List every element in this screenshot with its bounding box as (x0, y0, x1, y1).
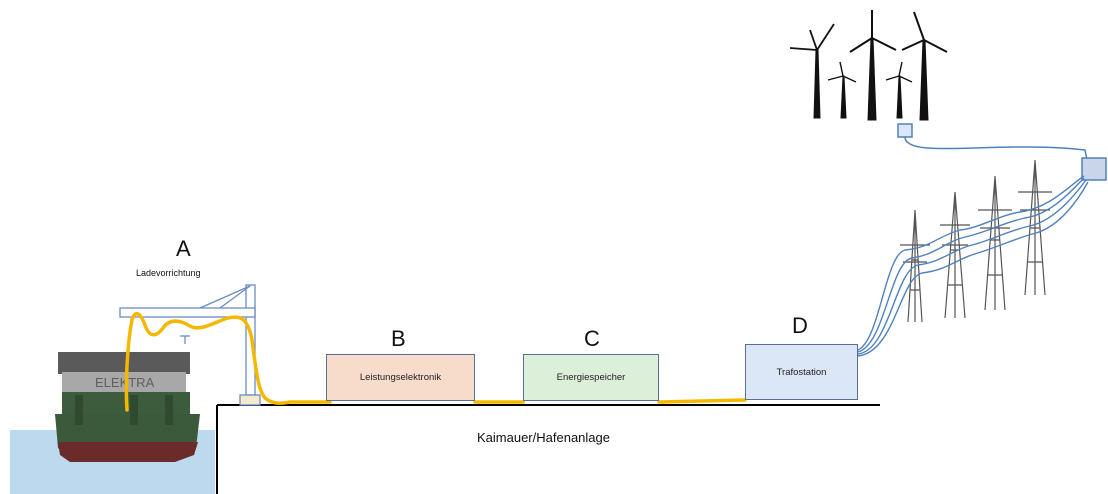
quay-wall (216, 404, 880, 494)
pylon (1018, 159, 1052, 296)
box-energy-storage: Energiespeicher (523, 354, 659, 401)
charging-cable (124, 312, 747, 412)
wind-turbine (901, 11, 948, 121)
pylon (978, 175, 1012, 311)
wind-turbine (789, 23, 835, 119)
label-c: C (584, 326, 600, 351)
transmission-lines (857, 175, 1089, 357)
label-a-caption: Ladevorrichtung (136, 268, 201, 278)
box-transformer-station: Trafostation (745, 344, 858, 400)
pylon (900, 209, 930, 323)
power-pylons (900, 159, 1052, 323)
wind-turbine-small (885, 61, 913, 119)
wind-turbines (789, 10, 948, 121)
ship: ELEKTRA (55, 352, 200, 462)
label-a: A (176, 236, 191, 261)
quay-label: Kaimauer/Hafenanlage (477, 430, 610, 445)
box-power-electronics: Leistungselektronik (326, 354, 475, 401)
wind-turbine (849, 10, 897, 121)
pylon (940, 191, 970, 319)
label-b: B (391, 326, 406, 351)
wind-turbine-small (827, 61, 857, 119)
grid-connection (897, 123, 1107, 181)
label-d: D (792, 313, 808, 338)
